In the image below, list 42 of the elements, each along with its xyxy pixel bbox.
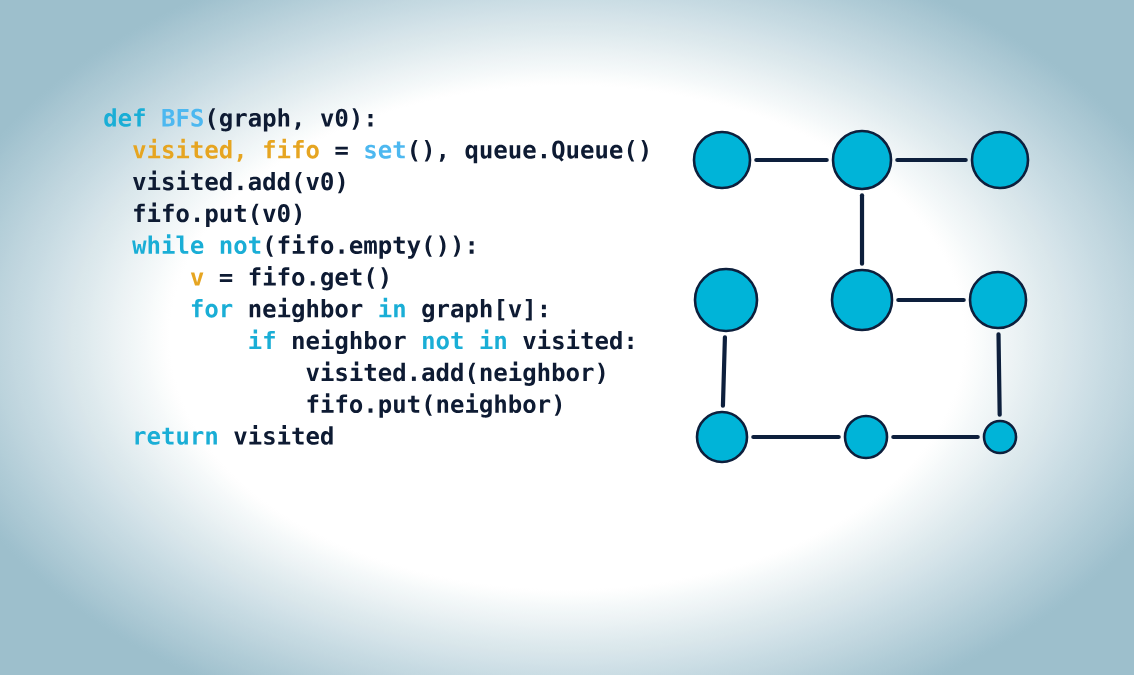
graph-edge [754, 157, 829, 163]
code-token: (fifo.empty()): [266, 234, 474, 259]
code-token: for [191, 299, 233, 318]
graph-node [831, 129, 893, 191]
graph-node [693, 267, 759, 333]
code-token: neighbor [293, 329, 406, 355]
code-token: = fifo.get() [219, 266, 388, 291]
code-token: in [379, 297, 405, 318]
code-token: fifo.put(v0) [134, 202, 301, 227]
code-token: graph[v]: [422, 299, 546, 323]
code-token: visited.add(neighbor) [306, 361, 605, 386]
code-token: set [365, 141, 405, 159]
code-token: if [249, 329, 275, 350]
graph-node [843, 414, 889, 460]
code-token: v [190, 272, 204, 286]
code-token: fifo.put(neighbor) [307, 393, 562, 418]
code-token: (), queue.Queue() [411, 140, 648, 164]
graph-node [830, 268, 894, 332]
graph-edge [895, 157, 968, 163]
code-token: BFS [162, 108, 203, 127]
graph-edge [751, 434, 841, 440]
code-token: return [135, 427, 217, 445]
graph-edge [891, 434, 980, 440]
code-token: visited.add(v0) [133, 170, 345, 194]
graph-edge [859, 193, 865, 266]
code-token: (graph, v0): [208, 108, 373, 132]
graph-node [692, 130, 752, 190]
graph-edge [996, 332, 1002, 417]
code-token: visited [234, 425, 333, 445]
code-token: while not [132, 234, 261, 255]
graph-node [982, 419, 1018, 455]
code-token: visited, fifo [133, 138, 319, 162]
graph-edge [896, 297, 966, 303]
code-token: visited: [523, 329, 633, 350]
graph-edge [720, 335, 727, 408]
graph-node [968, 270, 1028, 330]
graph-node [970, 130, 1030, 190]
code-token: not in [423, 329, 506, 350]
code-token: neighbor [249, 297, 363, 323]
graph-node [695, 410, 749, 464]
code-token: def [104, 108, 145, 127]
code-token: = [335, 146, 348, 155]
